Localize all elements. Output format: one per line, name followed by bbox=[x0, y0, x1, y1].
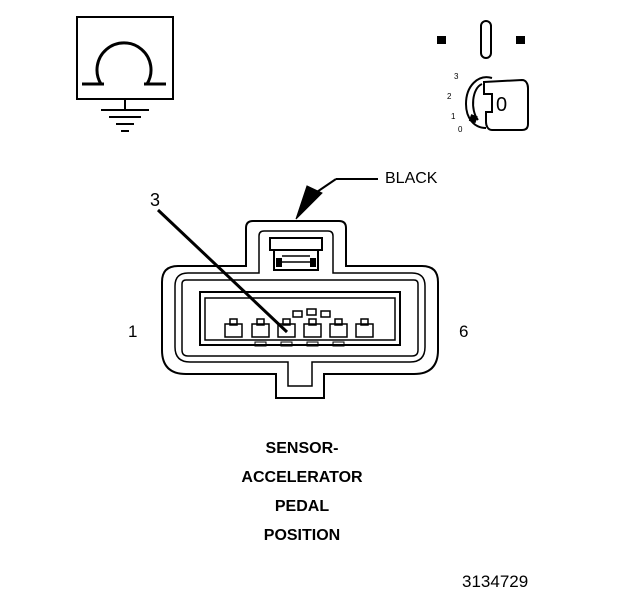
figure-number: 3134729 bbox=[462, 572, 529, 591]
pin-4-cavity bbox=[303, 318, 322, 347]
ohm-ground-icon bbox=[76, 16, 174, 132]
terminal-cavities bbox=[224, 318, 374, 347]
connector-housing bbox=[161, 220, 439, 399]
caption-line-3: PEDAL bbox=[274, 498, 330, 515]
caption-line-1: SENSOR- bbox=[265, 440, 339, 457]
pin-5-cavity bbox=[329, 318, 348, 347]
pin-6-label: 6 bbox=[459, 322, 469, 341]
pin-3-cavity bbox=[277, 318, 296, 347]
caption-line-4: POSITION bbox=[263, 527, 341, 544]
pin-6-cavity bbox=[355, 318, 374, 338]
pin-1-label: 1 bbox=[128, 322, 138, 341]
wire-color-leader bbox=[295, 178, 378, 220]
connector-latch bbox=[269, 237, 323, 271]
key-text: 0 bbox=[496, 94, 508, 116]
key-position-0: 0 bbox=[458, 125, 463, 134]
pin-callout-label: 3 bbox=[150, 190, 161, 210]
ignition-key-off-icon bbox=[437, 20, 529, 131]
key-position-3: 3 bbox=[454, 72, 459, 81]
caption-line-2: ACCELERATOR bbox=[241, 469, 363, 486]
pin-callout-leader bbox=[156, 208, 289, 334]
pin-1-cavity bbox=[224, 318, 243, 338]
pin-2-cavity bbox=[251, 318, 270, 347]
wire-color-label: BLACK bbox=[385, 170, 438, 187]
key-position-2: 2 bbox=[447, 92, 452, 101]
key-position-1: 1 bbox=[451, 112, 456, 121]
